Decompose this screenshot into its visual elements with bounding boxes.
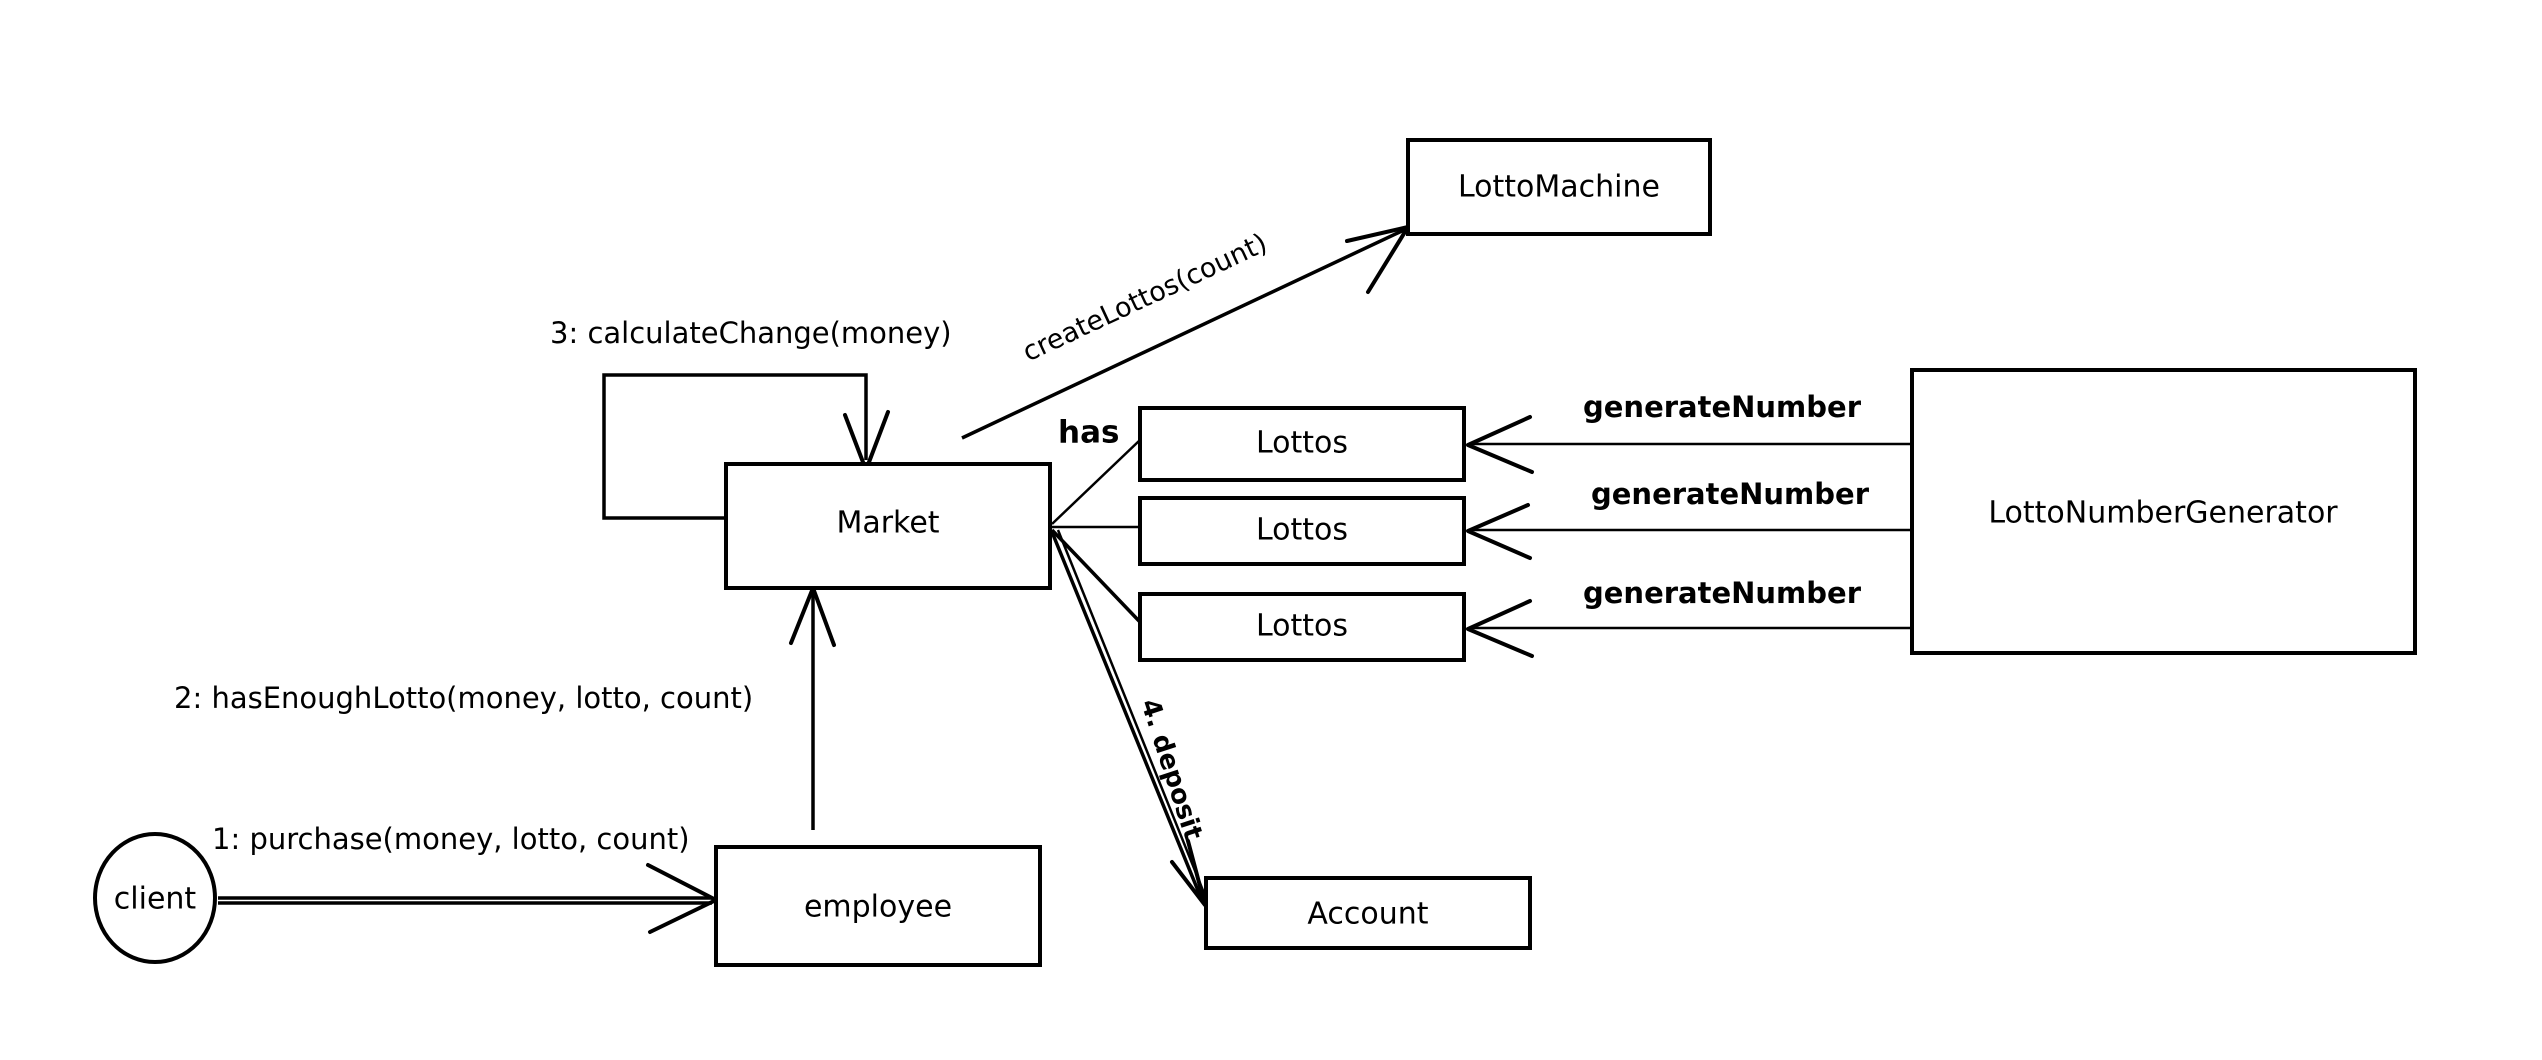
arrowhead-generatenumber-3 [1466, 599, 1534, 658]
client-label: client [114, 882, 197, 917]
edge-line-has [1051, 439, 1141, 525]
employee-label: employee [804, 890, 952, 925]
node-lottos-3[interactable]: Lottos [1138, 592, 1466, 662]
employee-box[interactable] [714, 845, 1042, 967]
account-label: Account [1307, 897, 1428, 932]
node-employee[interactable]: employee [714, 845, 1042, 967]
market-label: Market [836, 506, 939, 541]
lottos-2-box[interactable] [1138, 496, 1466, 566]
lottos-1-box[interactable] [1138, 406, 1466, 482]
edge-label-has: has [1058, 415, 1119, 451]
arrowhead-createlottos [1345, 225, 1410, 294]
node-lottos-1[interactable]: Lottos [1138, 406, 1466, 482]
lottomachine-label: LottoMachine [1458, 170, 1660, 205]
arrowhead-deposit [1170, 839, 1207, 907]
edge-line-createlottos [961, 228, 1405, 440]
edge-label-purchase: 1: purchase(money, lotto, count) [212, 822, 690, 856]
edge-label-generatenumber-3: generateNumber [1583, 576, 1862, 610]
lottomachine-box[interactable] [1406, 138, 1712, 236]
node-lottonumbergenerator[interactable]: LottoNumberGenerator [1910, 368, 2417, 655]
edge-line-deposit [1050, 531, 1203, 899]
edge-label-generatenumber-1: generateNumber [1583, 390, 1862, 424]
node-market[interactable]: Market [724, 462, 1052, 590]
edge-line-deposit-2 [1056, 529, 1208, 899]
account-box[interactable] [1204, 876, 1532, 950]
lottonumbergenerator-box[interactable] [1910, 368, 2417, 655]
edge-market-to-lottos-1 [1051, 439, 1141, 525]
node-account[interactable]: Account [1204, 876, 1532, 950]
lottonumbergenerator-label: LottoNumberGenerator [1988, 496, 2338, 531]
node-client[interactable]: client [93, 832, 217, 964]
edge-label-hasenoughlotto: 2: hasEnoughLotto(money, lotto, count) [174, 681, 753, 715]
edge-employee-to-market [789, 586, 836, 830]
edge-line-lottos3 [1050, 528, 1142, 624]
edge-generator-to-lottos-3 [1466, 599, 1910, 658]
edge-label-createlottos-group: createLottos(count) [1018, 228, 1272, 368]
lottos-1-label: Lottos [1256, 426, 1348, 461]
node-lottomachine[interactable]: LottoMachine [1406, 138, 1712, 236]
edge-generator-to-lottos-1 [1466, 415, 1910, 474]
edge-line-calculatechange [602, 373, 868, 520]
edge-market-to-account [1050, 529, 1208, 907]
edge-label-createlottos: createLottos(count) [1018, 228, 1272, 368]
edge-market-to-lottos-3 [1050, 528, 1142, 624]
lottos-3-label: Lottos [1256, 609, 1348, 644]
arrowhead-generatenumber-1 [1466, 415, 1534, 474]
client-ellipse[interactable] [93, 832, 217, 964]
lottos-3-box[interactable] [1138, 592, 1466, 662]
edge-label-calculatechange: 3: calculateChange(money) [550, 316, 952, 350]
lottos-2-label: Lottos [1256, 513, 1348, 548]
edge-label-generatenumber-2: generateNumber [1591, 477, 1870, 511]
market-box[interactable] [724, 462, 1052, 590]
edge-client-to-employee [218, 863, 718, 934]
edge-generator-to-lottos-2 [1466, 503, 1910, 560]
node-lottos-2[interactable]: Lottos [1138, 496, 1466, 566]
arrowhead-generatenumber-2 [1466, 503, 1532, 560]
